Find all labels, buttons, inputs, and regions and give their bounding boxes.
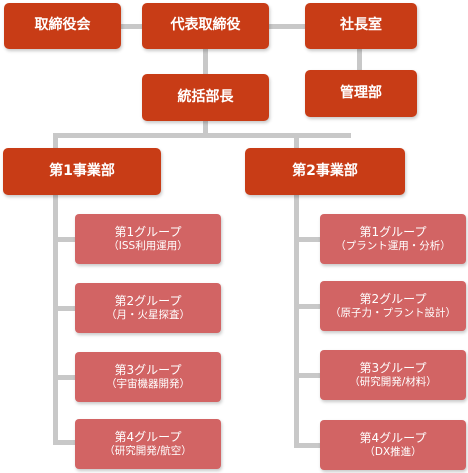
- div1-group-2: 第2グループ （月・火星探査）: [75, 283, 221, 333]
- connector-div2-group4: [294, 443, 322, 448]
- connector-president-management: [357, 45, 362, 75]
- connector-div1-group4: [53, 440, 78, 445]
- group-desc: （研究開発/材料）: [349, 375, 437, 388]
- group-desc: （月・火星探査）: [106, 308, 190, 321]
- division-1-box: 第1事業部: [3, 148, 161, 195]
- group-desc: （プラント運用・分析）: [335, 239, 451, 252]
- group-name: 第3グループ: [114, 362, 182, 377]
- div2-group-4: 第4グループ （DX推進）: [320, 420, 466, 470]
- group-name: 第2グループ: [114, 293, 182, 308]
- group-desc: （DX推進）: [364, 445, 422, 458]
- group-desc: （研究開発/航空）: [104, 444, 192, 457]
- group-desc: （宇宙機器開発）: [106, 377, 190, 390]
- connector-div2-group1: [294, 237, 322, 242]
- group-name: 第4グループ: [359, 430, 427, 445]
- connector-bar-div1: [53, 135, 58, 150]
- connector-div1-group1: [53, 237, 78, 242]
- connector-div1-trunk: [53, 190, 58, 443]
- division-2-box: 第2事業部: [245, 148, 405, 195]
- board-box: 取締役会: [4, 3, 121, 49]
- div1-group-4: 第4グループ （研究開発/航空）: [75, 419, 221, 469]
- connector-ceo-president: [260, 24, 320, 29]
- connector-div2-trunk: [294, 190, 299, 448]
- ceo-box: 代表取締役: [142, 3, 269, 49]
- group-desc: （ISS利用運用）: [108, 239, 188, 252]
- group-name: 第1グループ: [114, 224, 182, 239]
- management-box: 管理部: [305, 70, 417, 117]
- connector-gm-divisions: [203, 118, 208, 136]
- president-office-box: 社長室: [305, 3, 417, 49]
- div1-group-1: 第1グループ （ISS利用運用）: [75, 214, 221, 264]
- group-desc: （原子力・プラント設計）: [330, 306, 456, 319]
- group-name: 第4グループ: [114, 429, 182, 444]
- group-name: 第1グループ: [359, 224, 427, 239]
- connector-div1-group3: [53, 375, 78, 380]
- connector-div2-group3: [294, 373, 322, 378]
- div2-group-2: 第2グループ （原子力・プラント設計）: [320, 281, 466, 331]
- connector-ceo-gm: [203, 45, 208, 78]
- group-name: 第2グループ: [359, 291, 427, 306]
- connector-bar-div2: [294, 135, 299, 150]
- div1-group-3: 第3グループ （宇宙機器開発）: [75, 352, 221, 402]
- connector-divisions-bar: [53, 133, 351, 138]
- group-name: 第3グループ: [359, 360, 427, 375]
- connector-div2-group2: [294, 304, 322, 309]
- div2-group-1: 第1グループ （プラント運用・分析）: [320, 214, 466, 264]
- general-manager-box: 統括部長: [142, 74, 269, 121]
- connector-div1-group2: [53, 306, 78, 311]
- div2-group-3: 第3グループ （研究開発/材料）: [320, 350, 466, 400]
